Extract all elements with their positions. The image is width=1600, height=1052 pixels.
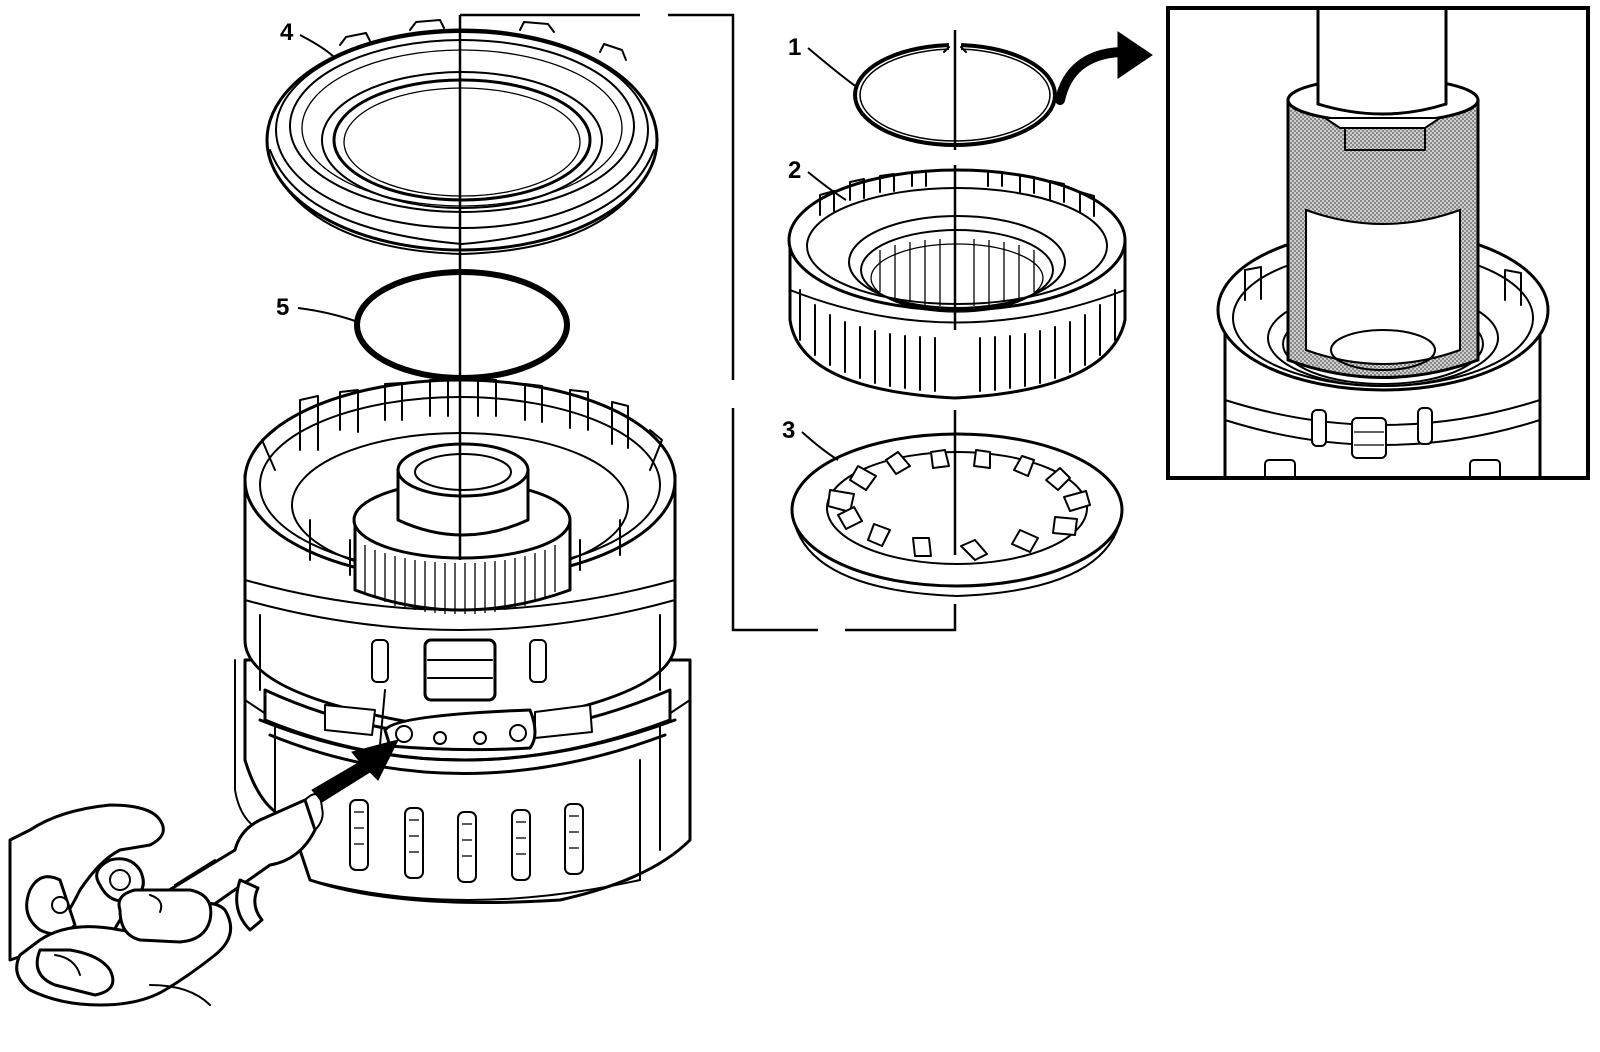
hub-outer-teeth [799,289,1116,392]
detail-inset [1166,6,1590,480]
callout-3: 3 [782,417,839,461]
retainer-plate-part [790,432,1124,597]
o-ring-part [354,269,570,381]
callout-label-5: 5 [276,294,289,321]
callout-label-1: 1 [788,34,801,61]
callout-label-3: 3 [782,417,795,444]
air-gun-and-hand [8,793,324,1007]
callout-4: 4 [280,19,336,59]
curved-arrow-icon [1055,31,1153,105]
hub-gear-teeth [364,545,556,614]
callout-1: 1 [788,34,859,89]
drum-slots [349,799,584,883]
piston-part [265,19,659,255]
arrow-right-icon [311,739,399,803]
callout-label-4: 4 [280,19,294,46]
clutch-hub-part [787,168,1127,400]
callout-label-2: 2 [788,157,801,184]
callout-5: 5 [276,294,359,323]
callout-2: 2 [788,157,847,201]
plate-fingers [827,449,1091,561]
rim-splines [261,379,663,576]
feed-hole-plate [383,708,537,752]
drum-window [423,638,497,702]
assembly-bracket [460,13,957,632]
